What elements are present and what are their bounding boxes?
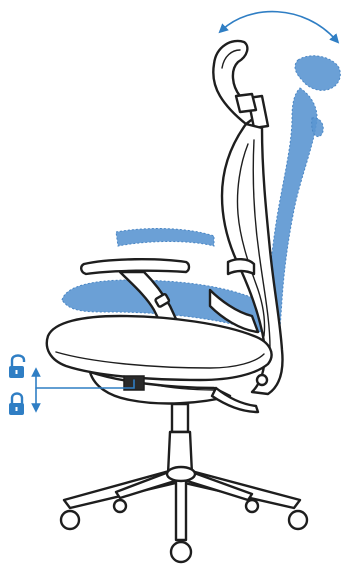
chair-base [64,467,300,540]
headrest-tilt-arrow-icon [222,12,336,40]
gas-lift [172,404,188,432]
padlock-unlocked-icon [9,356,24,379]
padlock-locked-icon [9,394,24,416]
